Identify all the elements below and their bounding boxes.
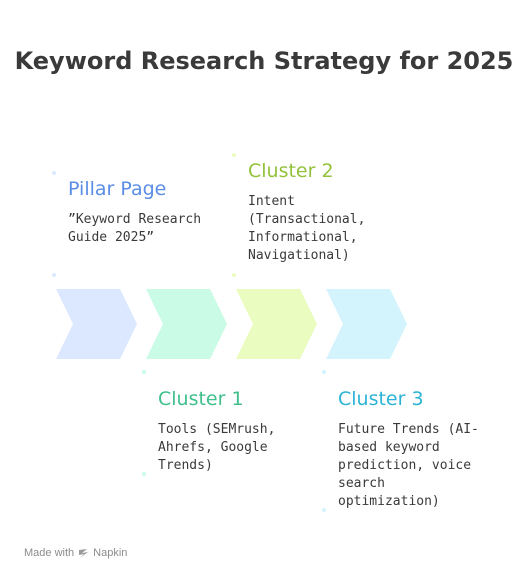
connector-dot xyxy=(232,153,236,157)
footer-prefix: Made with xyxy=(24,547,75,559)
footer-brand: Napkin xyxy=(93,547,128,559)
connector-dot xyxy=(52,273,56,277)
connector-dot xyxy=(52,171,56,175)
step-heading-cluster-2: Cluster 2 xyxy=(248,160,334,182)
napkin-logo-icon xyxy=(79,548,89,558)
chevron-cluster-3 xyxy=(326,289,407,359)
chevron-cluster-1 xyxy=(146,289,227,359)
step-text-cluster-3: Future Trends (AI-based keyword predicti… xyxy=(338,422,479,509)
connector-dot xyxy=(142,472,146,476)
connector-dot xyxy=(142,370,146,374)
step-heading-cluster-1: Cluster 1 xyxy=(158,388,244,410)
connector-dot xyxy=(322,370,326,374)
diagram-title: Keyword Research Strategy for 2025 xyxy=(14,47,514,75)
chevron-pillar-page xyxy=(56,289,137,359)
step-text-pillar-page: ”Keyword Research Guide 2025” xyxy=(68,212,202,245)
chevron-cluster-2 xyxy=(236,289,317,359)
step-text-cluster-1: Tools (SEMrush, Ahrefs, Google Trends) xyxy=(158,422,276,473)
step-heading-cluster-3: Cluster 3 xyxy=(338,388,424,410)
made-with-napkin-footer: Made with Napkin xyxy=(24,547,127,559)
connector-dot xyxy=(232,273,236,277)
step-heading-pillar-page: Pillar Page xyxy=(68,178,167,200)
connector-dot xyxy=(322,508,326,512)
step-text-cluster-2: Intent (Transactional, Informational, Na… xyxy=(248,194,366,263)
